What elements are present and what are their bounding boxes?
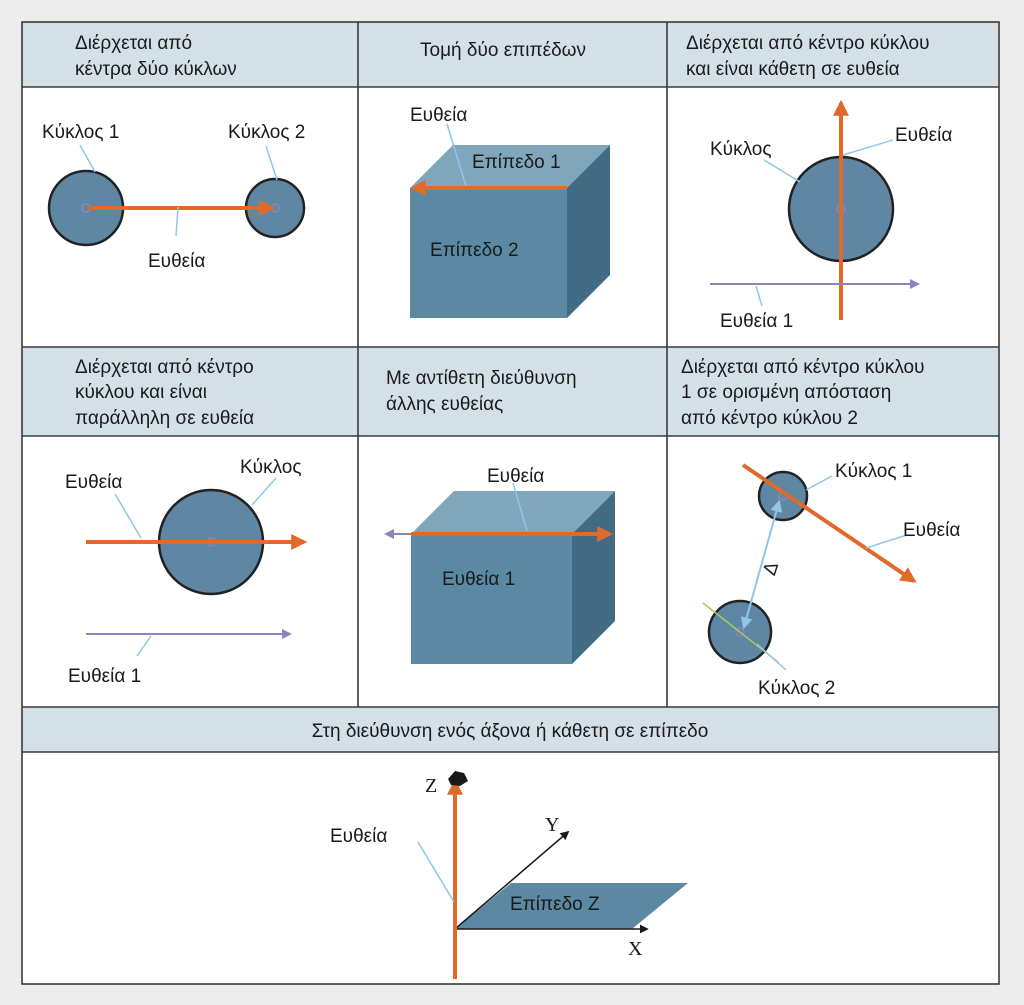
label-circle-2: Κύκλος 2 [758, 678, 835, 699]
cube-side [567, 145, 610, 318]
cell-plane-intersection: Τομή δύο επιπέδων Ευθεία Επίπεδο 1 Επίπε… [409, 40, 610, 318]
label-circle: Κύκλος [710, 139, 772, 160]
cell-header-line: παράλληλη σε ευθεία [75, 408, 254, 429]
header-row-3 [22, 707, 999, 752]
cell-header-line: Τομή δύο επιπέδων [420, 40, 586, 61]
label-line-1: Ευθεία 1 [720, 311, 793, 332]
label-line: Ευθεία [330, 826, 387, 847]
label-line: Ευθεία [65, 472, 122, 493]
plane-z [455, 883, 688, 929]
cube-top [410, 145, 610, 188]
cell-header-line: Με αντίθετη διεύθυνση [386, 368, 577, 389]
label-circle: Κύκλος [240, 457, 302, 478]
cell-header-line: Στη διεύθυνση ενός άξονα ή κάθετη σε επί… [312, 721, 709, 742]
label-plane-1: Επίπεδο 1 [472, 152, 561, 173]
label-plane-z: Επίπεδο Z [510, 894, 600, 915]
line-arrow [741, 463, 917, 583]
label-circle-2: Κύκλος 2 [228, 122, 305, 143]
cell-perpendicular: Διέρχεται από κέντρο κύκλου και είναι κά… [686, 33, 952, 332]
label-axis-z: Z [425, 775, 437, 797]
cell-header-line: από κέντρο κύκλου 2 [681, 408, 858, 429]
label-line: Ευθεία [148, 251, 205, 272]
label-axis-y: Y [545, 814, 559, 836]
label-line: Ευθεία [903, 520, 960, 541]
label-line: Ευθεία [410, 105, 467, 126]
cell-axis-plane: Στη διεύθυνση ενός άξονα ή κάθετη σε επί… [312, 721, 709, 979]
label-plane-2: Επίπεδο 2 [430, 240, 519, 261]
cell-header-line: Διέρχεται από κέντρο κύκλου [681, 357, 924, 378]
cell-two-circle-centers: Διέρχεται από κέντρα δύο κύκλων Κύκλος 1… [42, 33, 305, 272]
distance-line [740, 499, 783, 630]
header-row-1 [22, 22, 999, 87]
cell-header-line: Διέρχεται από κέντρο κύκλου [686, 33, 929, 54]
cell-header-line: και είναι κάθετη σε ευθεία [686, 59, 900, 80]
cell-header-line: άλλης ευθείας [386, 394, 503, 415]
label-circle-1: Κύκλος 1 [835, 461, 912, 482]
cube-front [411, 534, 572, 664]
label-line-1: Ευθεία 1 [442, 569, 515, 590]
cube-top [411, 491, 615, 534]
cell-parallel: Διέρχεται από κέντρο κύκλου και είναι πα… [65, 357, 308, 687]
label-line: Ευθεία [487, 466, 544, 487]
label-axis-x: X [628, 938, 643, 960]
cell-header-line: 1 σε ορισμένη απόσταση [681, 382, 891, 403]
axis-y [454, 830, 570, 930]
label-circle-1: Κύκλος 1 [42, 122, 119, 143]
cell-header-line: Διέρχεται από κέντρο [75, 357, 254, 378]
header-row-2 [22, 347, 999, 436]
cell-opposite-direction: Με αντίθετη διεύθυνση άλλης ευθείας Ευθε… [384, 368, 615, 664]
cube-front [410, 188, 567, 318]
label-line-1: Ευθεία 1 [68, 666, 141, 687]
cell-header-line: κέντρα δύο κύκλων [75, 59, 237, 80]
cell-distance: Διέρχεται από κέντρο κύκλου 1 σε ορισμέν… [681, 357, 960, 699]
label-line: Ευθεία [895, 125, 952, 146]
cell-header-line: Διέρχεται από [75, 33, 192, 54]
cell-header-line: κύκλου και είναι [75, 382, 207, 403]
